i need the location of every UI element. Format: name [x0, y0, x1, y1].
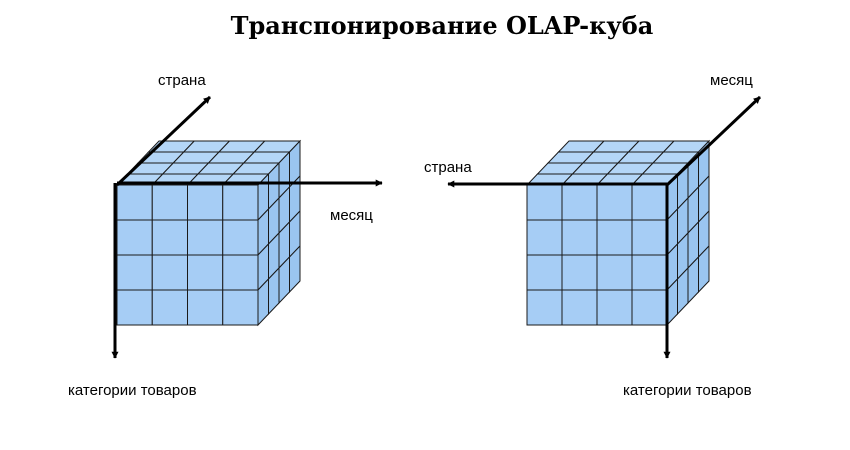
left-cube [115, 139, 302, 327]
right-axis-down-label: категории товаров [623, 382, 752, 399]
cube-cell [596, 219, 633, 256]
cube-cell [526, 254, 563, 291]
cube-cell [187, 289, 224, 326]
cube-cell [526, 219, 563, 256]
cube-cell [631, 254, 668, 291]
left-axis-up-label: страна [158, 72, 206, 89]
cube-cell [222, 219, 259, 256]
cube-cell [289, 244, 301, 294]
cube-cell [151, 184, 188, 221]
cube-cell [187, 254, 224, 291]
cube-cell [222, 254, 259, 291]
cube-cell [526, 184, 563, 221]
right-axis-left-label: страна [424, 159, 472, 176]
right-axis-up-label: месяц [710, 72, 753, 89]
cube-cell [116, 219, 153, 256]
left-cube-axes [111, 95, 383, 359]
cube-cell [151, 254, 188, 291]
right-cube [525, 139, 711, 327]
right-axis-up-arrow [665, 95, 762, 187]
cube-cell [561, 289, 598, 326]
left-cube-right-face [257, 139, 301, 327]
left-axis-down-label: категории товаров [68, 382, 197, 399]
left-cube-front-face [116, 184, 259, 326]
cube-cell [561, 219, 598, 256]
cube-cell [222, 184, 259, 221]
cube-cell [151, 289, 188, 326]
right-cube-front-face [526, 184, 668, 326]
right-cube-top-face [525, 140, 711, 186]
diagram-title: Транспонирование OLAP-куба [231, 11, 654, 40]
cube-cell [187, 219, 224, 256]
cube-cell [116, 289, 153, 326]
cube-cell [596, 289, 633, 326]
cube-cell [116, 184, 153, 221]
cube-cell [187, 184, 224, 221]
cube-cell [631, 219, 668, 256]
left-axis-up-arrow [115, 95, 212, 187]
left-axis-right-label: месяц [330, 207, 373, 224]
cube-cell [596, 254, 633, 291]
cube-cell [526, 289, 563, 326]
cube-cell [561, 254, 598, 291]
cube-cell [116, 254, 153, 291]
cube-cell [631, 184, 668, 221]
cube-cell [631, 289, 668, 326]
cube-cell [561, 184, 598, 221]
cube-cell [596, 184, 633, 221]
cube-cell [698, 244, 710, 294]
cube-cell [222, 289, 259, 326]
cube-cell [151, 219, 188, 256]
right-cube-axes [447, 95, 762, 359]
